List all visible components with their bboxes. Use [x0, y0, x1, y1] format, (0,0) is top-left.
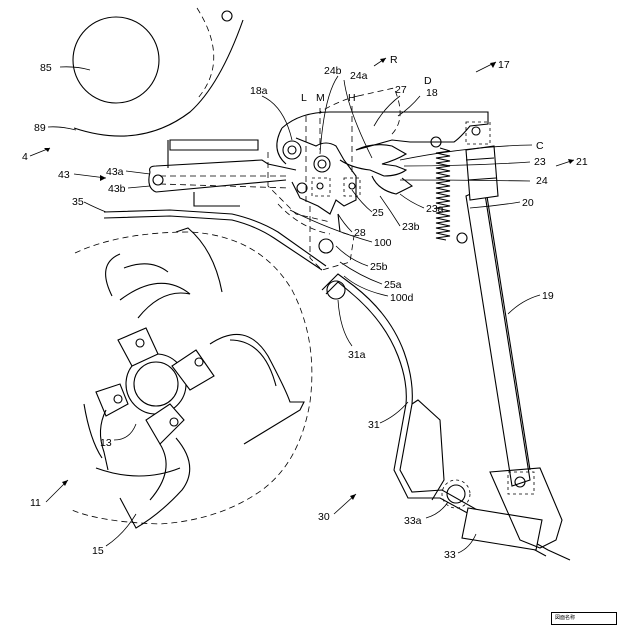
label-L: L — [301, 92, 307, 104]
label-13: 13 — [100, 437, 112, 449]
arm-31 — [322, 274, 570, 560]
label-43: 43 — [58, 169, 70, 181]
roller-33 — [442, 480, 542, 550]
label-D: D — [424, 75, 432, 87]
spring-20 — [431, 137, 467, 243]
label-28: 28 — [354, 227, 366, 239]
cover-89 — [74, 8, 243, 136]
label-4: 4 — [22, 151, 28, 163]
label-30: 30 — [318, 511, 330, 523]
label-33a: 33a — [404, 515, 422, 527]
label-H: H — [348, 92, 356, 104]
label-35: 35 — [72, 196, 84, 208]
label-23: 23 — [534, 156, 546, 168]
label-31a: 31a — [348, 349, 366, 361]
label-18a: 18a — [250, 85, 268, 97]
label-C: C — [536, 140, 544, 152]
rotor-11 — [72, 228, 312, 528]
arrow-heads — [44, 58, 574, 500]
label-89: 89 — [34, 122, 46, 134]
label-17: 17 — [498, 59, 510, 71]
label-100d: 100d — [390, 292, 414, 304]
drawing-title-stamp: 図面名称 — [551, 612, 617, 625]
label-19: 19 — [542, 290, 554, 302]
roller-85 — [73, 17, 159, 103]
label-21: 21 — [576, 156, 588, 168]
label-15: 15 — [92, 545, 104, 557]
label-23b: 23b — [402, 221, 420, 233]
label-27: 27 — [395, 84, 407, 96]
label-R: R — [390, 54, 398, 66]
label-24: 24 — [536, 175, 548, 187]
shield-35 — [104, 210, 326, 270]
label-85: 85 — [40, 62, 52, 74]
label-24b: 24b — [324, 65, 342, 77]
label-24a: 24a — [350, 70, 368, 82]
arm-17 — [277, 112, 490, 164]
link-19 — [466, 146, 562, 548]
bracket-100 — [310, 206, 354, 270]
label-43b: 43b — [108, 183, 126, 195]
label-11: 11 — [30, 497, 41, 509]
label-33: 33 — [444, 549, 456, 561]
label-25: 25 — [372, 207, 384, 219]
label-M: M — [316, 92, 325, 104]
label-100: 100 — [374, 237, 392, 249]
label-23a: 23a — [426, 203, 444, 215]
label-18: 18 — [426, 87, 438, 99]
frame-43 — [149, 140, 296, 206]
label-43a: 43a — [106, 166, 124, 178]
label-25b: 25b — [370, 261, 388, 273]
label-20: 20 — [522, 197, 534, 209]
label-25a: 25a — [384, 279, 402, 291]
label-31: 31 — [368, 419, 380, 431]
